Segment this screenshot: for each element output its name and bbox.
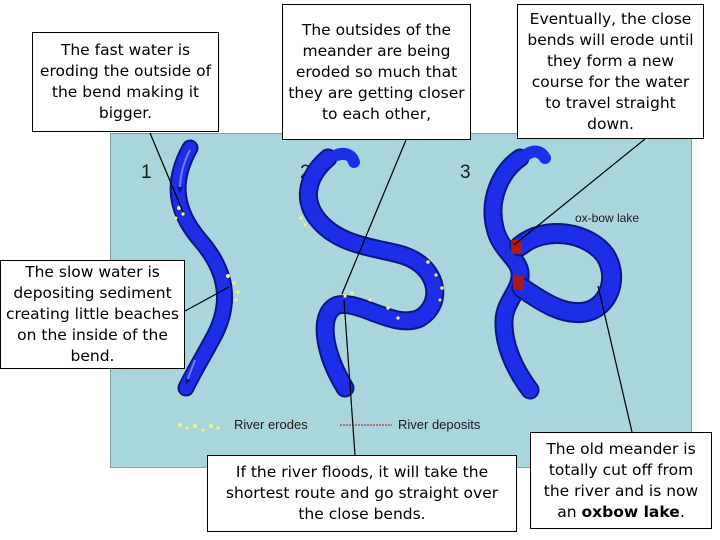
callout-eventually-text: Eventually, the close bends will erode u… — [527, 9, 694, 133]
oxbow-lake-shape — [509, 223, 623, 324]
deposits-stage-1 — [174, 206, 240, 302]
callout-slow-water: The slow water is depositing sediment cr… — [0, 260, 185, 369]
callout-old-meander: The old meander is totally cut off from … — [530, 432, 712, 529]
deposits-stage-2 — [299, 216, 444, 320]
callout-outsides-text: The outsides of the meander are being er… — [288, 20, 465, 123]
oxbow-lake-label: ox-bow lake — [575, 211, 639, 225]
callout-fast-water-text: The fast water is eroding the outside of… — [39, 41, 212, 122]
river-stage-1 — [169, 139, 233, 397]
legend-river-erodes: River erodes — [178, 417, 308, 432]
callout-old-meander-prefix: The old meander is totally cut off from … — [543, 439, 699, 521]
callout-old-meander-suffix: . — [679, 502, 685, 521]
leader-fast-water — [149, 132, 184, 213]
stage-1-number: 1 — [141, 162, 152, 183]
leader-lines — [149, 132, 646, 456]
erosion-marks-stage-3 — [511, 240, 524, 290]
legend-river-deposits: River deposits — [340, 417, 481, 432]
callout-oxbow-lake-term: oxbow lake — [581, 502, 680, 521]
legend-river-erodes-label: River erodes — [234, 417, 308, 432]
leader-outsides — [341, 139, 407, 295]
callout-eventually: Eventually, the close bends will erode u… — [517, 4, 704, 139]
river-stage-2 — [298, 147, 445, 398]
leader-eventually — [513, 138, 646, 246]
callout-floods-text: If the river floods, it will take the sh… — [225, 463, 499, 523]
callout-floods: If the river floods, it will take the sh… — [207, 455, 517, 532]
leader-floods — [343, 299, 356, 456]
stage-3-number: 3 — [460, 162, 471, 183]
callout-fast-water: The fast water is eroding the outside of… — [32, 32, 219, 132]
leader-slow-water — [184, 286, 230, 312]
river-stage-3 — [483, 145, 551, 400]
callout-slow-water-text: The slow water is depositing sediment cr… — [6, 263, 179, 365]
leader-old-meander — [597, 285, 633, 433]
callout-outsides: The outsides of the meander are being er… — [282, 4, 471, 140]
legend-river-deposits-label: River deposits — [398, 417, 481, 432]
legend-erode-swatch — [178, 423, 220, 432]
callout-old-meander-text: The old meander is totally cut off from … — [535, 439, 707, 523]
